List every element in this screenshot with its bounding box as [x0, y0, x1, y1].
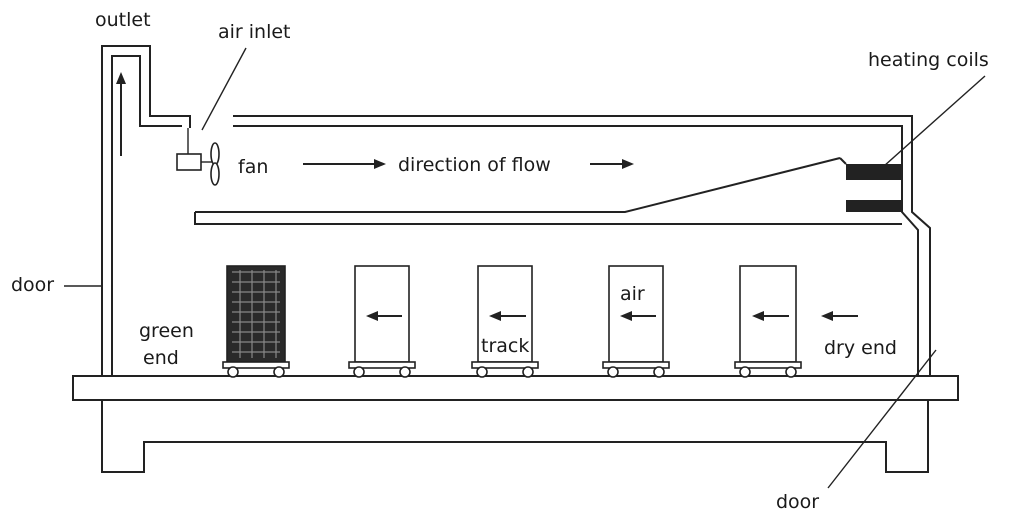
- cart-2: [348, 265, 416, 378]
- flow-arrows: [303, 159, 634, 169]
- dry-end-arrow: [821, 311, 858, 321]
- internal-duct: [194, 157, 902, 225]
- cart-5: [734, 265, 802, 378]
- leader-lines: [64, 47, 986, 489]
- cart-3: [471, 265, 539, 378]
- heating-coils: [839, 157, 902, 212]
- track-label: track: [481, 335, 529, 357]
- outlet-label: outlet: [95, 9, 151, 31]
- dry-end-label: dry end: [824, 337, 897, 359]
- end-label: end: [143, 347, 179, 369]
- loaded-cart: [222, 265, 290, 378]
- outlet-arrow: [116, 72, 126, 156]
- air-inlet-label: air inlet: [218, 21, 291, 43]
- door-right-label: door: [776, 491, 819, 513]
- green-label: green: [139, 320, 194, 342]
- air-label: air: [620, 283, 645, 305]
- base-platform: [72, 375, 959, 473]
- door-left-label: door: [11, 274, 54, 296]
- direction-of-flow-label: direction of flow: [398, 154, 551, 176]
- cart-4: [602, 265, 670, 378]
- heating-coils-label: heating coils: [868, 49, 989, 71]
- fan-label: fan: [238, 156, 268, 178]
- fan-icon: [176, 128, 220, 186]
